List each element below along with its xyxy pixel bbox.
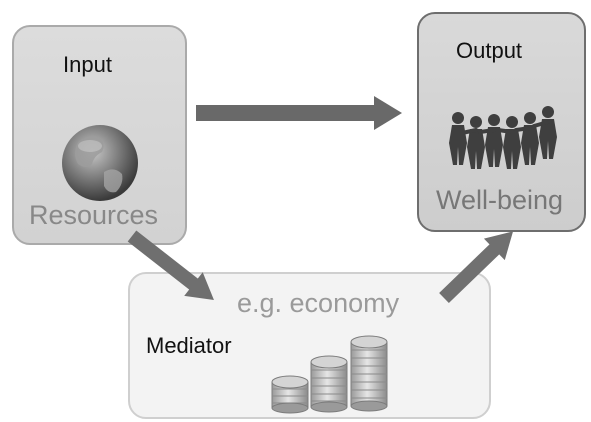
arrow-input-to-output xyxy=(196,96,402,130)
mediator-box xyxy=(128,272,491,419)
arrow-input-to-mediator xyxy=(127,230,214,301)
coin-stacks-icon xyxy=(271,335,388,414)
coin-stack-medium xyxy=(310,355,348,413)
output-title: Output xyxy=(456,38,523,63)
globe-icon xyxy=(62,125,138,201)
arrow-mediator-to-output xyxy=(439,231,514,304)
mediator-title: Mediator xyxy=(146,333,232,358)
output-box xyxy=(417,12,586,232)
economy-caption: e.g. economy xyxy=(237,288,400,318)
people-chain-icon xyxy=(449,106,557,169)
wellbeing-caption: Well-being xyxy=(436,185,564,215)
input-title: Input xyxy=(63,52,112,77)
coin-stack-small xyxy=(271,375,309,414)
coin-stack-large xyxy=(350,335,388,412)
resources-caption: Resources xyxy=(29,200,159,230)
